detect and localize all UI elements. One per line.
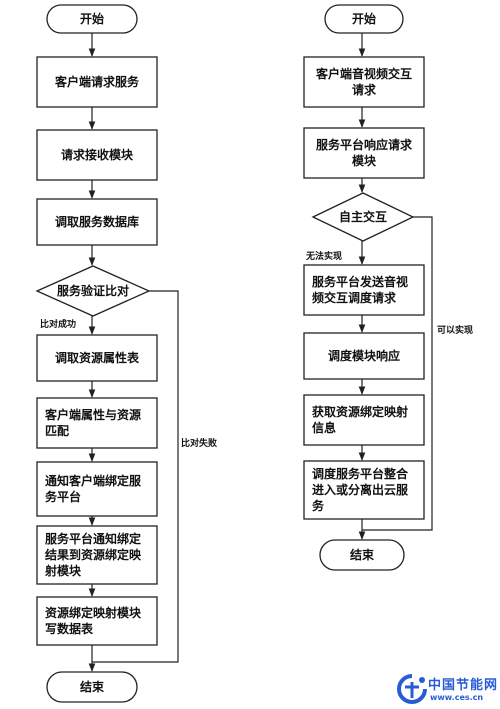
watermark-title: 中国节能网 (428, 678, 499, 693)
left-fetch-resource-attr-node-shape (36, 334, 158, 382)
right-end-node: 结束 (319, 539, 405, 571)
right-self-interact-node: 自主交互 (311, 192, 415, 242)
node-label-line: 请求 (352, 82, 377, 97)
node-label-line: 频交互调度请求 (312, 290, 397, 305)
energy-logo-icon (397, 674, 427, 704)
node-label-line: 务 (312, 498, 325, 513)
node-label-line: 开始 (352, 11, 376, 26)
right-get-mapping-node-shape (303, 394, 425, 446)
compare-fail-label: 比对失败 (181, 437, 218, 449)
left-client-request-node: 客户端请求服务 (36, 56, 158, 108)
node-label-line: 务平台 (45, 489, 81, 504)
left-edge-fail-loop (92, 290, 179, 663)
edges-layer (88, 33, 433, 672)
node-label-line: 请求接收模块 (61, 147, 134, 162)
left-request-receive-node-shape (36, 129, 158, 181)
left-fetch-service-db-node: 调取服务数据库 (36, 198, 158, 246)
right-platform-respond-node-shape (303, 127, 425, 179)
node-label-line: 射模块 (44, 563, 82, 578)
node-label-line: 服务平台响应请求 (316, 137, 413, 152)
node-label-line: 结果到资源绑定映 (45, 547, 142, 562)
node-label-line: 服务验证比对 (57, 283, 129, 298)
node-label-line: 获取资源绑定映射 (311, 404, 408, 419)
node-label-line: 匹配 (45, 423, 69, 438)
left-fetch-resource-attr-node: 调取资源属性表 (36, 334, 158, 382)
compare-success-label: 比对成功 (40, 318, 76, 330)
left-client-request-node-shape (36, 56, 158, 108)
right-platform-send-node-shape (303, 264, 425, 316)
node-label-line: 模块 (352, 153, 377, 168)
node-label-line: 服务平台发送音视 (312, 274, 408, 289)
node-label-line: 通知客户端绑定服 (45, 473, 142, 488)
left-verify-compare-node-shape (35, 265, 151, 317)
right-start-node-shape (324, 4, 404, 34)
right-edge-can-realize-loop (362, 216, 433, 531)
site-watermark: 中国节能网 www.ces.cn (396, 672, 500, 709)
node-label-line: 结束 (350, 547, 375, 562)
node-label-line: 客户端音视频交互 (315, 66, 412, 81)
left-mapping-write-node-shape (36, 596, 158, 646)
node-label-line: 进入或分离出云服 (312, 482, 409, 497)
left-end-node: 结束 (46, 671, 138, 703)
left-end-node-shape (46, 671, 138, 703)
right-end-node-shape (319, 539, 405, 571)
node-label-line: 服务平台通知绑定 (45, 531, 141, 546)
right-dispatch-respond-node-shape (303, 332, 425, 380)
right-dispatch-integrate-node-shape (303, 460, 425, 520)
left-start-node-shape (46, 4, 138, 34)
node-label-line: 信息 (312, 420, 336, 435)
right-dispatch-respond-node: 调度模块响应 (303, 332, 425, 380)
cannot-realize-label: 无法实现 (305, 250, 342, 262)
right-client-av-node-shape (303, 56, 425, 108)
node-label-line: 开始 (80, 11, 104, 26)
node-label-line: 调度模块响应 (328, 348, 400, 363)
node-label-line: 客户端属性与资源 (44, 407, 141, 422)
right-start-node: 开始 (324, 4, 404, 34)
node-label-line: 调度服务平台整合 (312, 466, 409, 481)
left-platform-notify-node-shape (36, 525, 158, 585)
nodes-layer: 开始客户端请求服务请求接收模块调取服务数据库服务验证比对调取资源属性表客户端属性… (35, 4, 425, 703)
left-start-node: 开始 (46, 4, 138, 34)
node-label-line: 结束 (80, 679, 105, 694)
right-self-interact-node-shape (311, 192, 415, 242)
left-client-match-node-shape (36, 397, 158, 449)
can-realize-label: 可以实现 (437, 324, 473, 336)
left-request-receive-node: 请求接收模块 (36, 129, 158, 181)
node-label-line: 写数据表 (45, 621, 94, 636)
left-verify-compare-node: 服务验证比对 (35, 265, 151, 317)
node-label-line: 调取服务数据库 (55, 214, 139, 229)
node-label-line: 调取资源属性表 (55, 350, 140, 365)
node-label-line: 客户端请求服务 (54, 74, 140, 89)
left-notify-client-bind-node-shape (36, 461, 158, 517)
watermark-url: www.ces.cn (430, 693, 484, 702)
node-label-line: 自主交互 (339, 209, 387, 224)
node-label-line: 资源绑定映射模块 (45, 605, 142, 620)
left-fetch-service-db-node-shape (36, 198, 158, 246)
